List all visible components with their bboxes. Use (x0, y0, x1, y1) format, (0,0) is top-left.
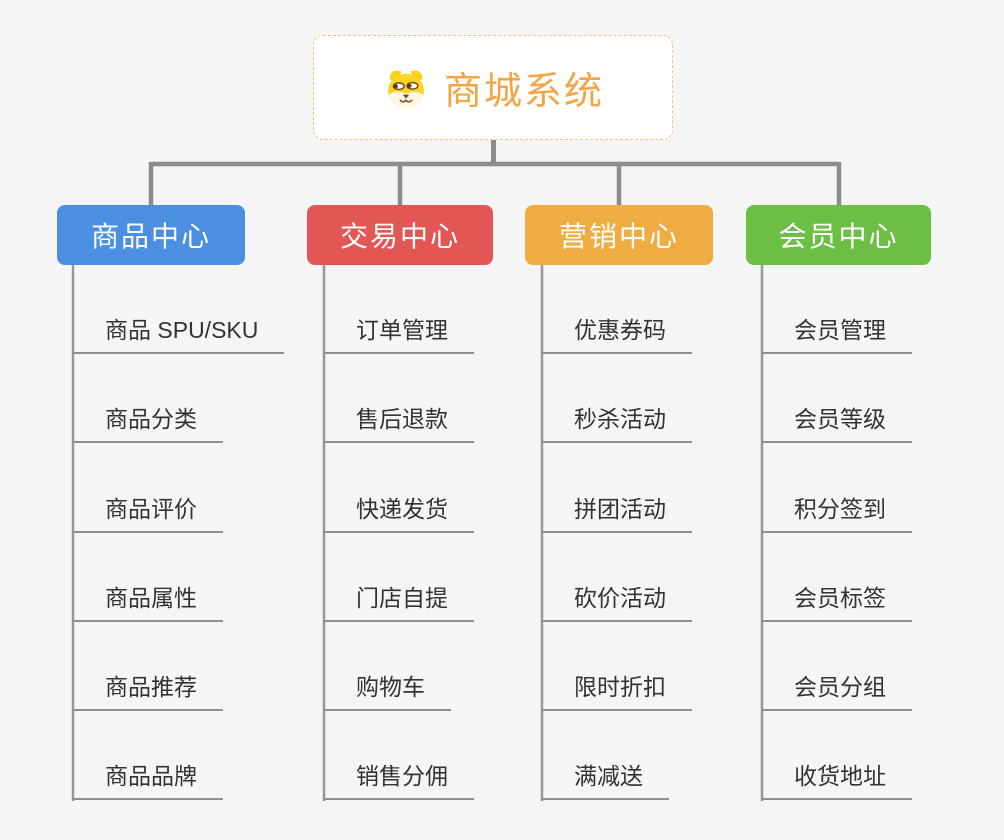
leaf-node[interactable]: 会员分组 (761, 672, 912, 711)
leaf-node[interactable]: 秒杀活动 (541, 404, 692, 443)
dog-face-icon (388, 70, 424, 108)
leaf-node[interactable]: 拼团活动 (541, 494, 692, 533)
branch-node-product-center[interactable]: 商品中心 (57, 205, 245, 265)
leaf-node[interactable]: 会员等级 (761, 404, 912, 443)
leaf-node[interactable]: 会员管理 (761, 315, 912, 354)
leaf-node[interactable]: 优惠券码 (541, 315, 692, 354)
branch-node-member-center[interactable]: 会员中心 (746, 205, 931, 265)
leaf-node[interactable]: 商品分类 (72, 404, 223, 443)
root-title: 商城系统 (443, 71, 604, 113)
leaf-node[interactable]: 砍价活动 (541, 583, 692, 622)
branch-node-marketing-center[interactable]: 营销中心 (525, 205, 713, 265)
leaf-node[interactable]: 商品属性 (72, 583, 223, 622)
leaf-node[interactable]: 收货地址 (761, 761, 912, 800)
leaf-node[interactable]: 满减送 (541, 761, 669, 800)
branch-node-trade-center[interactable]: 交易中心 (307, 205, 493, 265)
leaf-node[interactable]: 限时折扣 (541, 672, 692, 711)
root-node[interactable]: 商城系统 (313, 35, 673, 140)
leaf-node[interactable]: 商品推荐 (72, 672, 223, 711)
leaf-node[interactable]: 会员标签 (761, 583, 912, 622)
leaf-node[interactable]: 快递发货 (323, 494, 474, 533)
leaf-node[interactable]: 售后退款 (323, 404, 474, 443)
leaf-node[interactable]: 门店自提 (323, 583, 474, 622)
leaf-node[interactable]: 购物车 (323, 672, 451, 711)
leaf-node[interactable]: 订单管理 (323, 315, 474, 354)
leaf-node[interactable]: 商品品牌 (72, 761, 223, 800)
leaf-node[interactable]: 商品评价 (72, 494, 223, 533)
leaf-node[interactable]: 积分签到 (761, 494, 912, 533)
leaf-node[interactable]: 商品 SPU/SKU (72, 315, 285, 354)
leaf-node[interactable]: 销售分佣 (323, 761, 474, 800)
